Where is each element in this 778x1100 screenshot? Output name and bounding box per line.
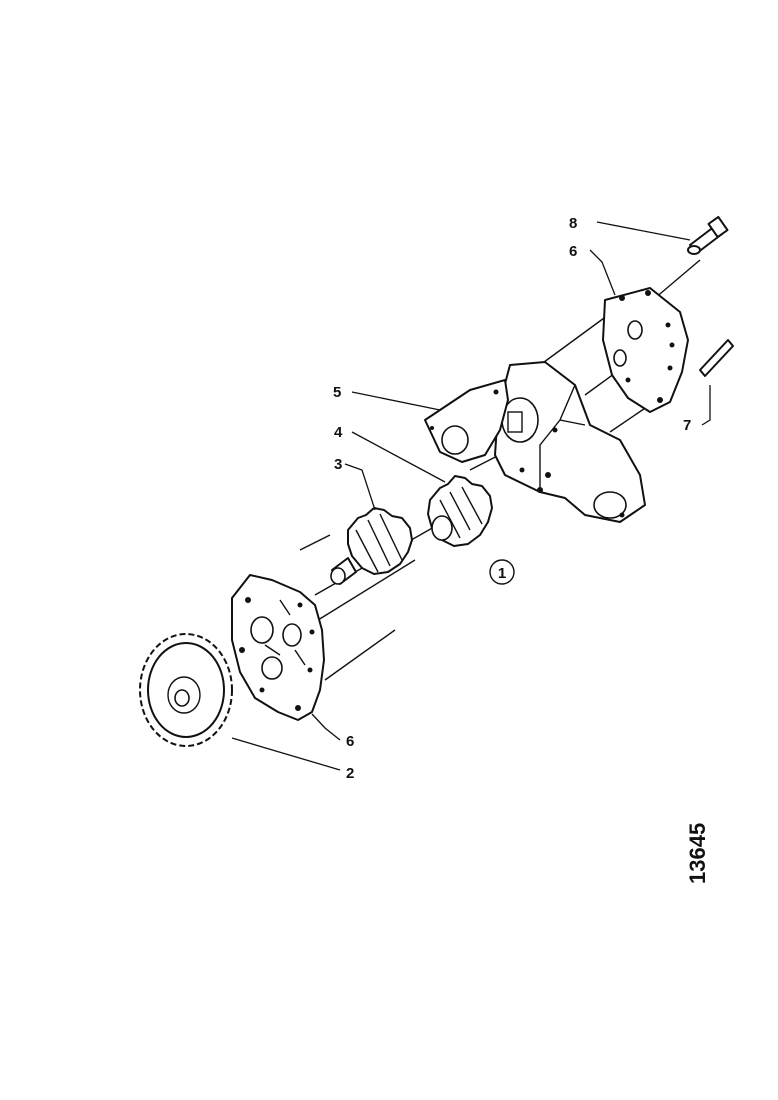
gear-large bbox=[427, 475, 493, 547]
callout-bolt: 8 bbox=[569, 215, 577, 232]
callout-sprocket: 2 bbox=[346, 765, 354, 782]
sprocket bbox=[139, 633, 233, 747]
callout-end-plate: 6 bbox=[569, 243, 577, 260]
callout-gear-small: 3 bbox=[334, 456, 342, 473]
drawing-number: 13645 bbox=[685, 823, 710, 884]
callout-gear-large: 4 bbox=[334, 424, 343, 441]
bolt bbox=[687, 216, 729, 255]
pump-housing bbox=[494, 361, 646, 523]
callout-assembly-number: 1 bbox=[498, 565, 506, 582]
cover-plate bbox=[231, 574, 325, 721]
callout-assembly: 1 bbox=[489, 559, 515, 585]
gear-small bbox=[330, 507, 413, 585]
dowel-pin bbox=[699, 339, 734, 377]
callout-labels: 8 6 5 4 3 7 6 2 1 bbox=[333, 215, 691, 782]
callout-dowel-pin: 7 bbox=[683, 417, 691, 434]
leader-lines bbox=[231, 221, 711, 771]
end-plate-right bbox=[602, 287, 689, 413]
callout-gasket-left: 5 bbox=[333, 384, 341, 401]
gasket-left bbox=[424, 379, 509, 463]
callout-cover-plate: 6 bbox=[346, 733, 354, 750]
